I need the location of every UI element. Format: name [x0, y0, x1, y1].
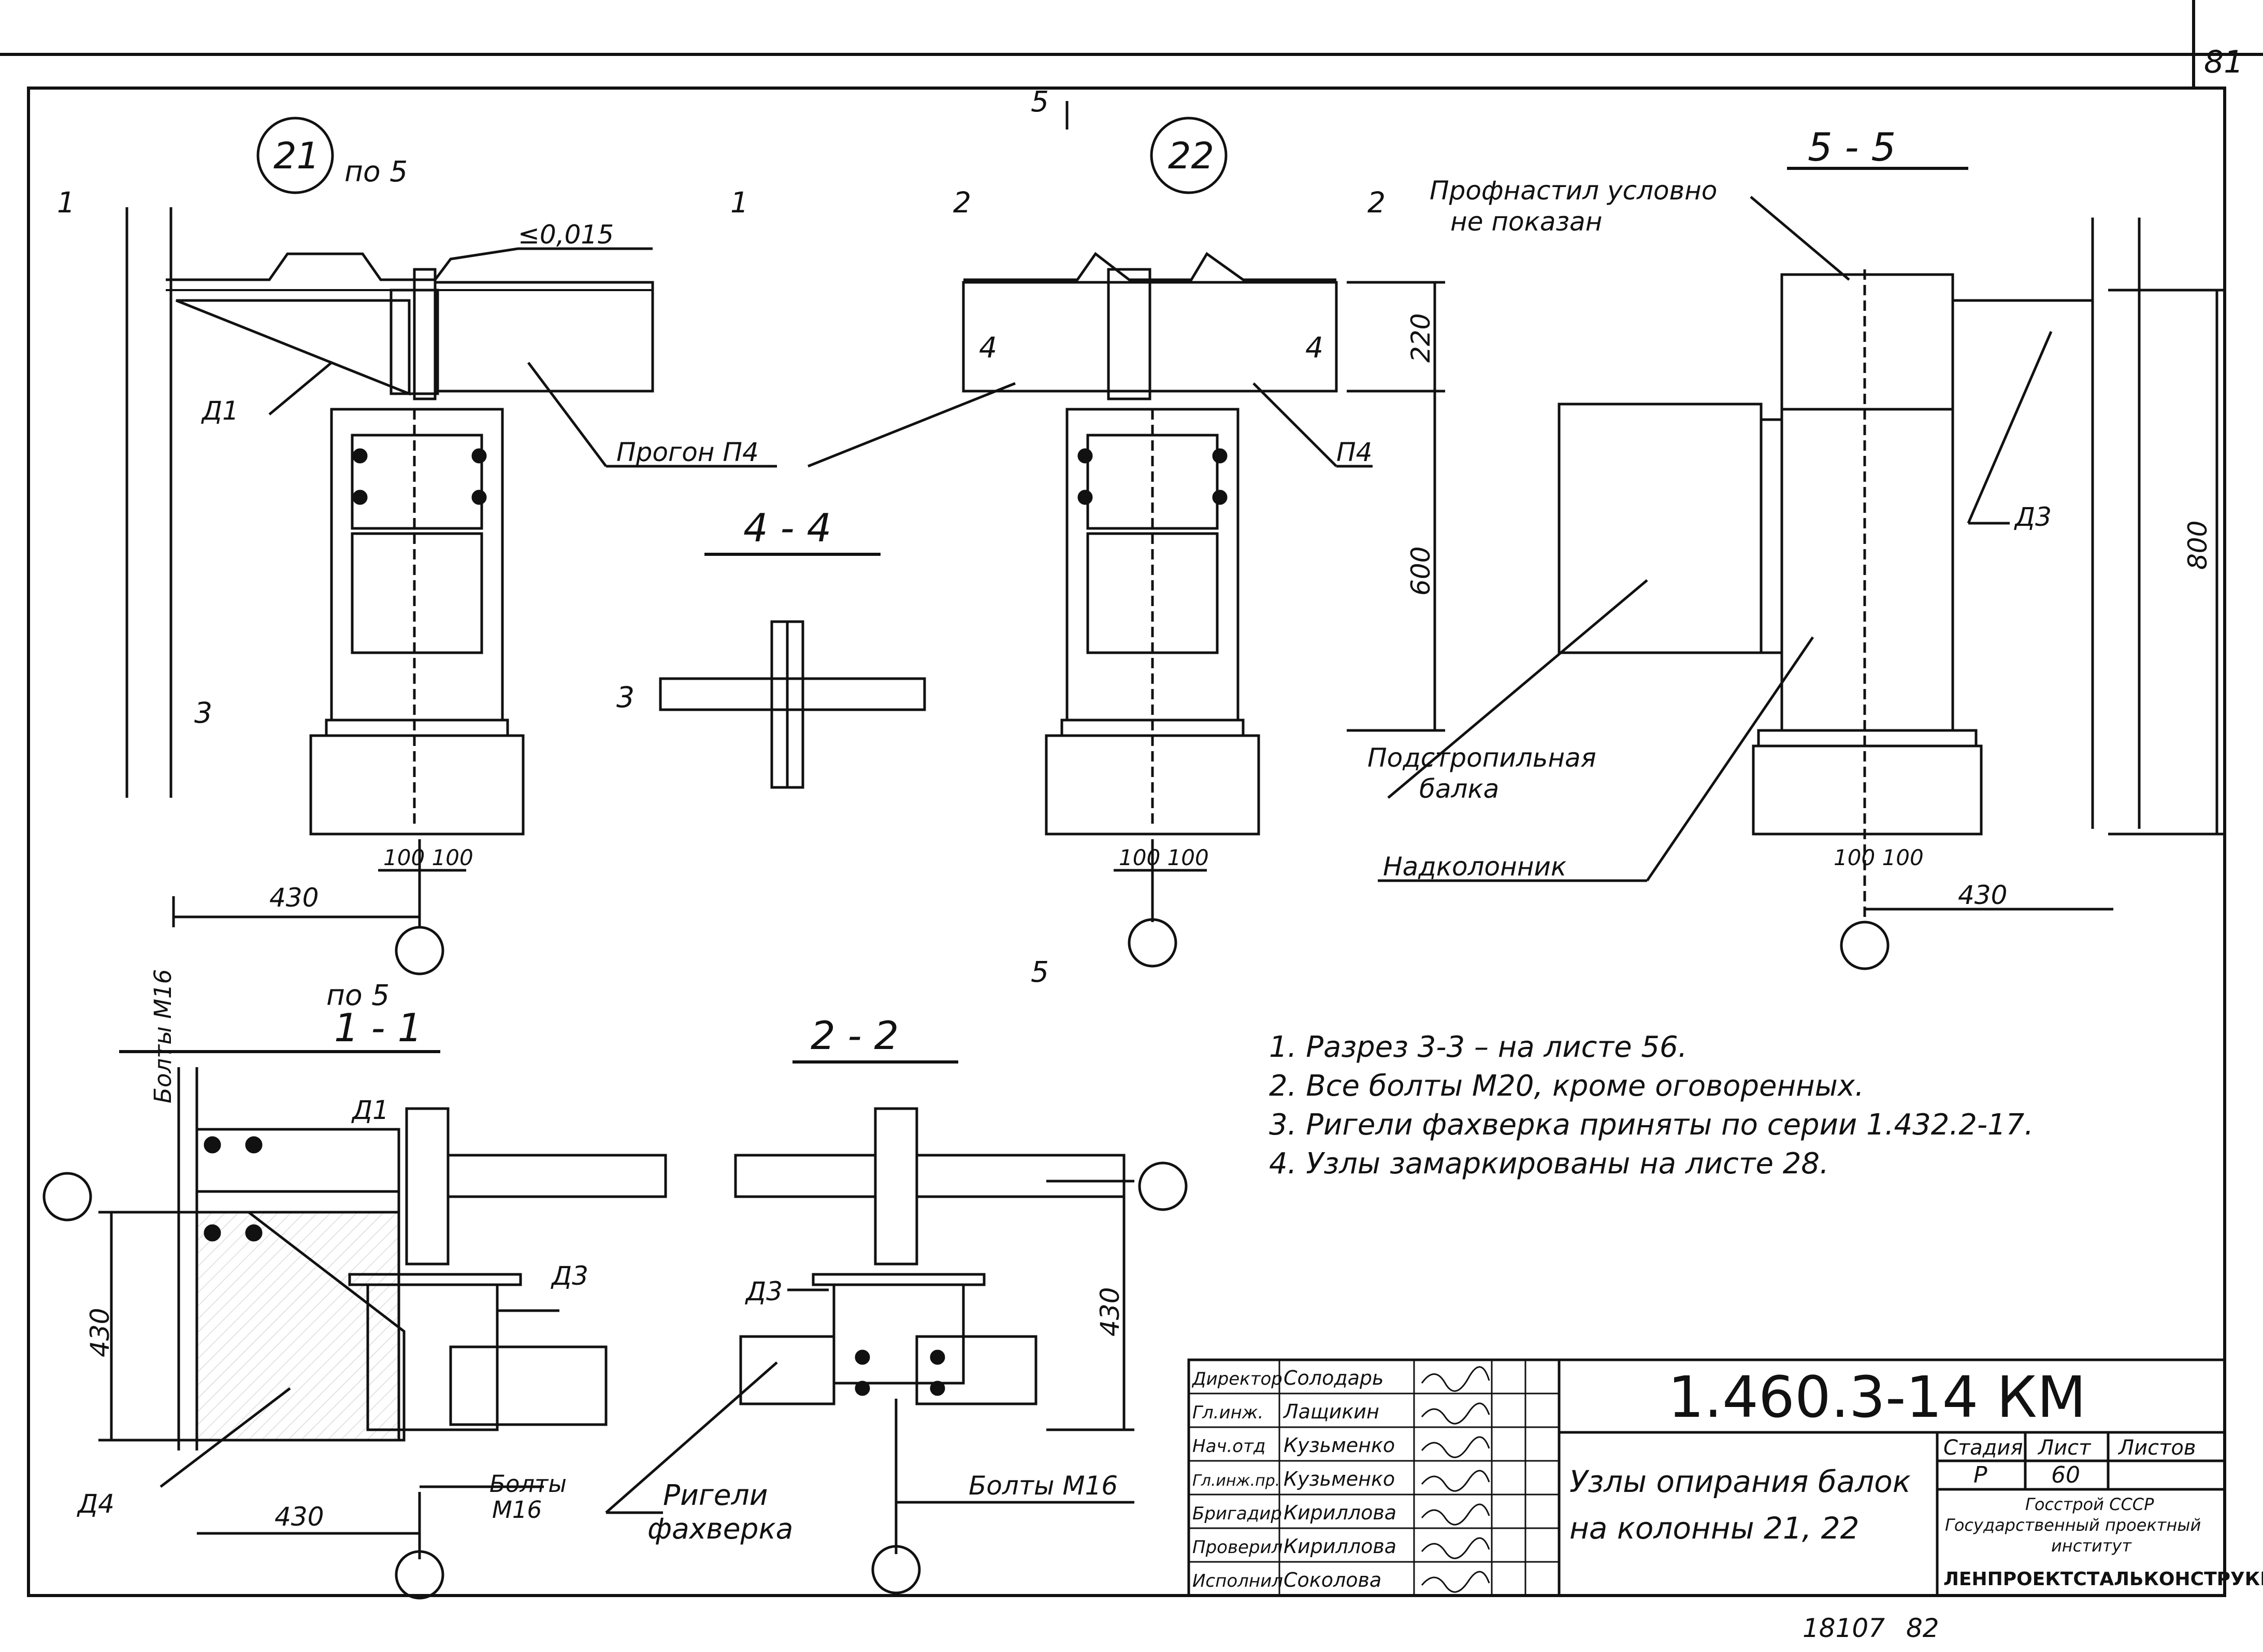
note-1: 1. Разрез 3-3 – на листе 56. — [1269, 1030, 1687, 1064]
name-6: Соколова — [1284, 1569, 1381, 1591]
node-21-section-ref: по 5 — [344, 155, 408, 188]
header-sheet: Лист — [2037, 1436, 2092, 1460]
section-1-1-drawing — [42, 1050, 667, 1600]
name-5: Кириллова — [1284, 1535, 1396, 1558]
section-mark-4-right: 4 — [1305, 331, 1323, 364]
role-executed: Исполнил — [1192, 1571, 1283, 1591]
dim-220: 220 — [1406, 313, 1436, 363]
title-block-names: Солодарь Лащикин Кузьменко Кузьменко Кир… — [1282, 1367, 1396, 1591]
drawing-code: 1.460.3-14 КМ — [1668, 1364, 2086, 1430]
label-bolts-m16-vertical: Болты М16 — [149, 969, 177, 1103]
label-rafter-1: Подстропильная — [1367, 743, 1596, 773]
section-mark-2-left: 2 — [953, 186, 971, 219]
section-4-4-drawing — [659, 553, 926, 789]
dim-600: 600 — [1406, 547, 1436, 596]
title-block — [1187, 1358, 2226, 1597]
label-d1: Д1 — [201, 396, 239, 426]
node-22-drawing — [808, 101, 1445, 968]
section-2-2-title: 2 - 2 — [811, 1013, 899, 1058]
role-checked: Проверил — [1192, 1537, 1282, 1558]
label-d4: Д4 — [77, 1489, 114, 1519]
section-mark-1-left: 1 — [57, 186, 75, 219]
label-prof-2: не показан — [1450, 207, 1602, 237]
section-1-1-ref: по 5 — [326, 979, 390, 1012]
note-4: 4. Узлы замаркированы на листе 28. — [1269, 1147, 1829, 1181]
org-line-3: институт — [2051, 1536, 2132, 1556]
name-3: Кузьменко — [1284, 1468, 1395, 1490]
label-prof-1: Профнастил условно — [1430, 176, 1717, 206]
signatures — [1421, 1366, 1490, 1593]
role-chief-engineer: Гл.инж. — [1192, 1402, 1263, 1423]
note-2: 2. Все болты М20, кроме оговоренных. — [1269, 1069, 1864, 1103]
label-bolts-m16: Болты М16 — [969, 1471, 1118, 1501]
name-0: Солодарь — [1284, 1367, 1383, 1389]
sheet-frame — [0, 0, 2263, 1597]
label-d1-11: Д1 — [351, 1095, 389, 1125]
label-d3-55: Д3 — [2014, 502, 2052, 532]
dim-430-11-vertical: 430 — [85, 1308, 115, 1357]
dim-100-55: 100 100 — [1834, 845, 1924, 870]
role-brigadier: Бригадир — [1192, 1503, 1282, 1524]
title-block-roles: Директор Гл.инж. Нач.отд Гл.инж.пр. Бриг… — [1191, 1369, 1283, 1591]
section-2-2-drawing — [605, 1060, 1188, 1594]
label-nadkol: Надколонник — [1383, 852, 1566, 882]
org-line-4: ЛЕНПРОЕКТСТАЛЬКОНСТРУКЦИЯ — [1943, 1569, 2263, 1590]
section-mark-2-right: 2 — [1367, 186, 1386, 219]
label-bolts-2: М16 — [492, 1496, 542, 1524]
role-director: Директор — [1191, 1369, 1282, 1389]
dim-430-11: 430 — [275, 1502, 324, 1532]
dim-100-node21: 100 100 — [383, 845, 473, 870]
node-22-label: 22 — [1168, 135, 1214, 177]
label-purlin-p4: Прогон П4 — [616, 437, 759, 467]
name-1: Лащикин — [1282, 1400, 1379, 1423]
section-5-5-title: 5 - 5 — [1808, 124, 1896, 170]
section-mark-5-bottom: 5 — [1031, 955, 1049, 988]
node-21-label: 21 — [273, 135, 320, 177]
section-mark-3: 3 — [194, 696, 212, 729]
org-line-2: Государственный проектный — [1945, 1515, 2201, 1535]
label-bolts-1: Болты — [489, 1470, 567, 1498]
page-number: 82 — [1906, 1613, 1939, 1643]
org-line-1: Госстрой СССР — [2025, 1495, 2154, 1514]
role-head-dept: Нач.отд — [1192, 1436, 1265, 1457]
label-rafter-2: балка — [1419, 774, 1499, 804]
label-p4: П4 — [1336, 437, 1372, 467]
section-mark-5-top: 5 — [1031, 85, 1049, 118]
drawing-title-2: на колонны 21, 22 — [1569, 1511, 1860, 1546]
dim-430-55: 430 — [1958, 880, 2007, 910]
section-mark-4-left: 4 — [979, 331, 997, 364]
header-stage: Стадия — [1943, 1436, 2023, 1460]
section-mark-1-right: 1 — [730, 186, 748, 219]
section-4-4-title: 4 - 4 — [743, 505, 831, 551]
label-d3-11: Д3 — [551, 1261, 588, 1291]
name-2: Кузьменко — [1284, 1434, 1395, 1457]
node-21-drawing — [125, 117, 777, 975]
label-rigeli-2: фахверка — [647, 1512, 793, 1545]
label-rigeli-1: Ригели — [663, 1478, 768, 1512]
label-d3-22: Д3 — [745, 1276, 783, 1306]
sheet-value: 60 — [2051, 1462, 2080, 1488]
drawing-title-1: Узлы опирания балок — [1569, 1464, 1911, 1499]
sheet-number-corner: 81 — [2204, 44, 2243, 80]
section-5-5-drawing — [1378, 167, 2225, 970]
notes-block: 1. Разрез 3-3 – на листе 56. 2. Все болт… — [1269, 1030, 2034, 1181]
dim-100-node22: 100 100 — [1119, 845, 1209, 870]
header-sheets: Листов — [2117, 1436, 2196, 1460]
dim-430-22: 430 — [1095, 1287, 1125, 1337]
name-4: Кириллова — [1284, 1501, 1396, 1524]
slope-label: ≤0,015 — [518, 220, 614, 250]
section-mark-3-44: 3 — [616, 681, 635, 714]
archive-number: 18107 — [1803, 1613, 1885, 1643]
dim-800: 800 — [2183, 521, 2213, 570]
section-1-1-title: 1 - 1 — [334, 1005, 422, 1051]
stage-value: Р — [1973, 1462, 1987, 1488]
dim-430-node21: 430 — [269, 883, 319, 913]
note-3: 3. Ригели фахверка приняты по серии 1.43… — [1269, 1108, 2034, 1142]
role-chief-project-engineer: Гл.инж.пр. — [1192, 1472, 1280, 1490]
